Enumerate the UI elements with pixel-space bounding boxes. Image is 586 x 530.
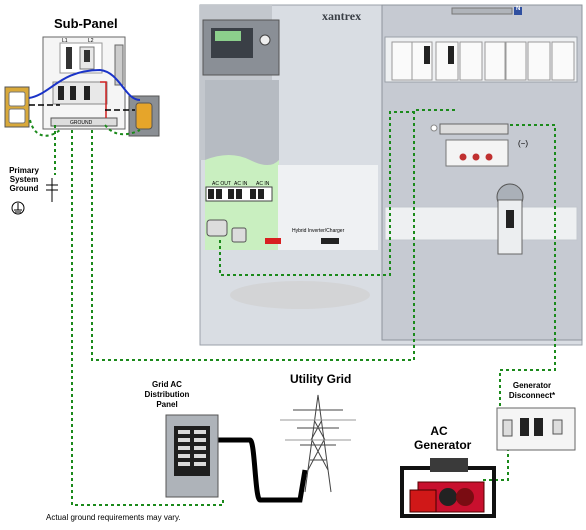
xantrex-enclosure <box>199 4 583 346</box>
outlet-left <box>4 86 30 128</box>
generator-label: AC Generator <box>414 424 472 452</box>
grid-panel-label: Grid AC Distribution Panel <box>144 380 190 409</box>
transmission-tower <box>280 394 356 493</box>
grid-distribution-panel <box>165 414 219 498</box>
subpanel-l1: L1 <box>62 38 68 44</box>
sub-panel <box>42 36 126 130</box>
brand-logo: xantrex <box>322 9 362 23</box>
utility-grid-label: Utility Grid <box>290 372 352 386</box>
wires <box>28 68 556 506</box>
ground-electrode <box>11 178 58 215</box>
brand-n-badge: N <box>516 6 521 12</box>
terminal-ac-in-2: AC IN <box>256 181 270 187</box>
ac-generator-illustration <box>400 458 496 518</box>
ground-label: Primary System Ground <box>9 166 39 193</box>
light-switch-right <box>128 95 160 137</box>
ground-bar-label: GROUND <box>70 120 93 126</box>
subpanel-l2: L2 <box>88 38 94 44</box>
subpanel-title: Sub-Panel <box>54 16 118 31</box>
terminal-ac-out: AC OUT <box>212 181 231 187</box>
footnote: Actual ground requirements may vary. <box>46 513 181 522</box>
generator-disconnect-label: Generator Disconnect* <box>508 381 556 400</box>
inverter-title: Hybrid Inverter/Charger <box>292 228 345 234</box>
generator-disconnect <box>496 407 576 451</box>
dc-negative-label: (−) <box>518 139 528 148</box>
terminal-ac-in-1: AC IN <box>234 181 248 187</box>
